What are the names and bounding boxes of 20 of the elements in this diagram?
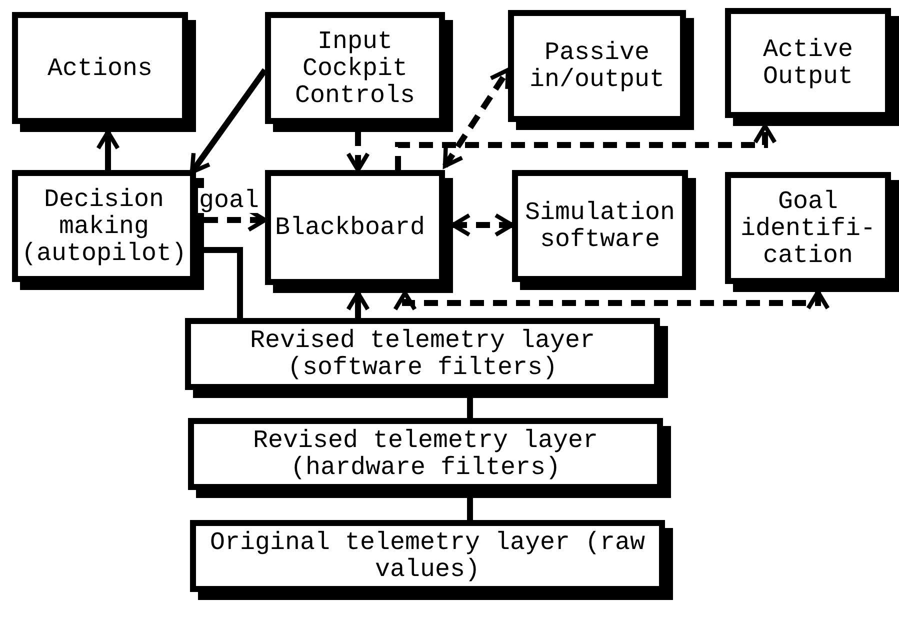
box-label: Passive in/output xyxy=(528,39,666,93)
box-label: Decision making (autopilot) xyxy=(21,186,187,266)
box-label: Original telemetry layer (raw values) xyxy=(208,529,646,583)
arrow xyxy=(346,290,370,318)
arrow xyxy=(450,213,514,237)
arrow xyxy=(442,68,510,168)
box-label: Goal identifi- cation xyxy=(739,188,877,268)
box-label: Revised telemetry layer (software filters) xyxy=(248,327,596,381)
arrow xyxy=(346,132,370,172)
box-label: Simulation software xyxy=(524,199,676,253)
arrow xyxy=(395,124,777,170)
box-label: Revised telemetry layer (hardware filters) xyxy=(252,427,600,481)
box-label: Active Output xyxy=(762,36,854,90)
arrow xyxy=(96,130,120,170)
arrow xyxy=(393,290,830,312)
box-label: Blackboard xyxy=(275,214,426,241)
edge-label: goal xyxy=(198,188,260,213)
box-label: Actions xyxy=(47,54,153,82)
arrow xyxy=(190,68,268,174)
box-label: Input Cockpit Controls xyxy=(294,28,416,108)
